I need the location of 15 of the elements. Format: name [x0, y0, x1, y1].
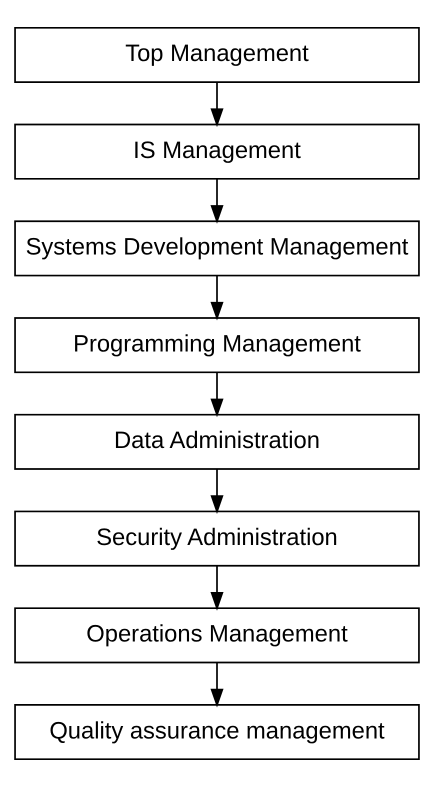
arrow [210, 82, 224, 127]
node-box: Data Administration [14, 413, 420, 470]
arrow [210, 565, 224, 610]
arrow [210, 468, 224, 514]
node-box: Top Management [14, 26, 420, 82]
node-box: Quality assurance management [14, 704, 420, 760]
node-box: Systems Development Management [14, 220, 420, 276]
arrow [210, 178, 224, 224]
arrow [210, 662, 224, 707]
arrow [210, 275, 224, 320]
node-box: Programming Management [14, 316, 420, 373]
node-box: Operations Management [14, 606, 420, 663]
arrow [210, 372, 224, 417]
node-box: Security Administration [14, 510, 420, 566]
node-box: IS Management [14, 123, 420, 180]
